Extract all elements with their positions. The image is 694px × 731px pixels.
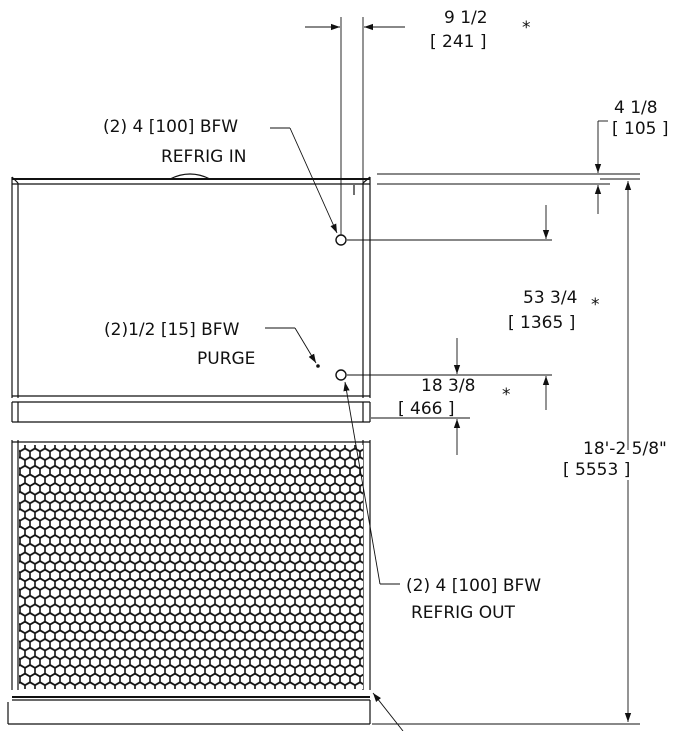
overall-height-metric: [ 5553 ] [563, 460, 630, 480]
purge-label-2: PURGE [197, 349, 255, 369]
top-gap-dimension [377, 120, 640, 214]
unit-outline [7, 173, 371, 725]
purge-label-1: (2)1/2 [15] BFW [104, 320, 240, 340]
nozzle-spacing-dimension [347, 205, 552, 241]
refrig-out-nozzle [335, 369, 347, 381]
top-offset-imperial: 9 1/2 [444, 8, 488, 28]
nozzle-spacing-imperial: 53 3/4 [523, 288, 577, 308]
overall-height-dimension [372, 178, 640, 725]
refrig-out-label-2: REFRIG OUT [411, 603, 516, 623]
base-leader [372, 692, 404, 731]
overall-height-imperial: 18'-2 5/8" [583, 439, 667, 459]
hex-mesh-panel [19, 445, 363, 689]
refrig-in-leader [270, 127, 338, 234]
refrig-out-leader [343, 381, 400, 585]
refrig-in-label-1: (2) 4 [100] BFW [103, 117, 238, 137]
top-offset-mark: * [522, 18, 531, 38]
nozzle-spacing-mark: * [591, 295, 600, 315]
top-offset-dimension [305, 17, 405, 235]
refrig-in-nozzle [335, 234, 347, 246]
top-offset-metric: [ 241 ] [430, 32, 487, 52]
nozzle-spacing-metric: [ 1365 ] [508, 313, 575, 333]
refrig-out-label-1: (2) 4 [100] BFW [406, 576, 541, 596]
purge-nozzle [316, 364, 320, 368]
top-gap-metric: [ 105 ] [612, 119, 669, 139]
purge-leader [265, 327, 317, 364]
purge-offset-imperial: 18 3/8 [421, 376, 475, 396]
refrig-in-label-2: REFRIG IN [161, 147, 246, 167]
top-gap-imperial: 4 1/8 [614, 98, 658, 118]
purge-offset-dimension [347, 338, 552, 455]
purge-offset-mark: * [502, 385, 511, 405]
purge-offset-metric: [ 466 ] [398, 399, 455, 419]
